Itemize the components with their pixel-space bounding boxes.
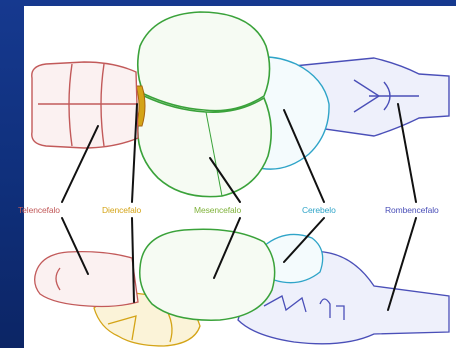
dorsal-telencephalon (32, 62, 138, 148)
dorsal-mesencephalon (138, 12, 271, 197)
label-diencephalon: Diencefalo (102, 205, 141, 215)
brain-diagram-panel: Telencefalo Diencefalo Mesencefalo Cereb… (24, 6, 456, 348)
label-rhombencephalon: Rombencefalo (385, 205, 439, 215)
label-telencephalon: Telencefalo (18, 205, 60, 215)
lateral-mesencephalon (140, 229, 275, 320)
label-cerebellum: Cerebelo (302, 205, 336, 215)
lateral-telencephalon (35, 252, 138, 307)
brain-diagram (24, 6, 456, 348)
label-mesencephalon: Mesencefalo (194, 205, 241, 215)
